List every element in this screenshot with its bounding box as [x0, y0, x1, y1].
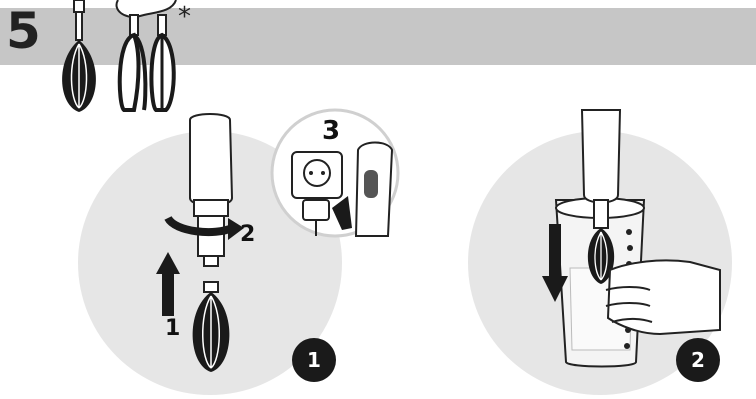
wall-socket-icon: [292, 152, 342, 198]
balloon-whisk-icon: [62, 0, 96, 112]
panel-2-badge: 2: [676, 338, 720, 382]
double-whisk-icon: [117, 0, 176, 110]
hand-blender-icon: [356, 143, 392, 237]
step-label-1: 1: [165, 318, 180, 340]
hand-icon: [606, 260, 720, 334]
step-label-3: 3: [322, 118, 340, 144]
step-label-2: 2: [240, 224, 255, 246]
panel-1-badge: 1: [292, 338, 336, 382]
